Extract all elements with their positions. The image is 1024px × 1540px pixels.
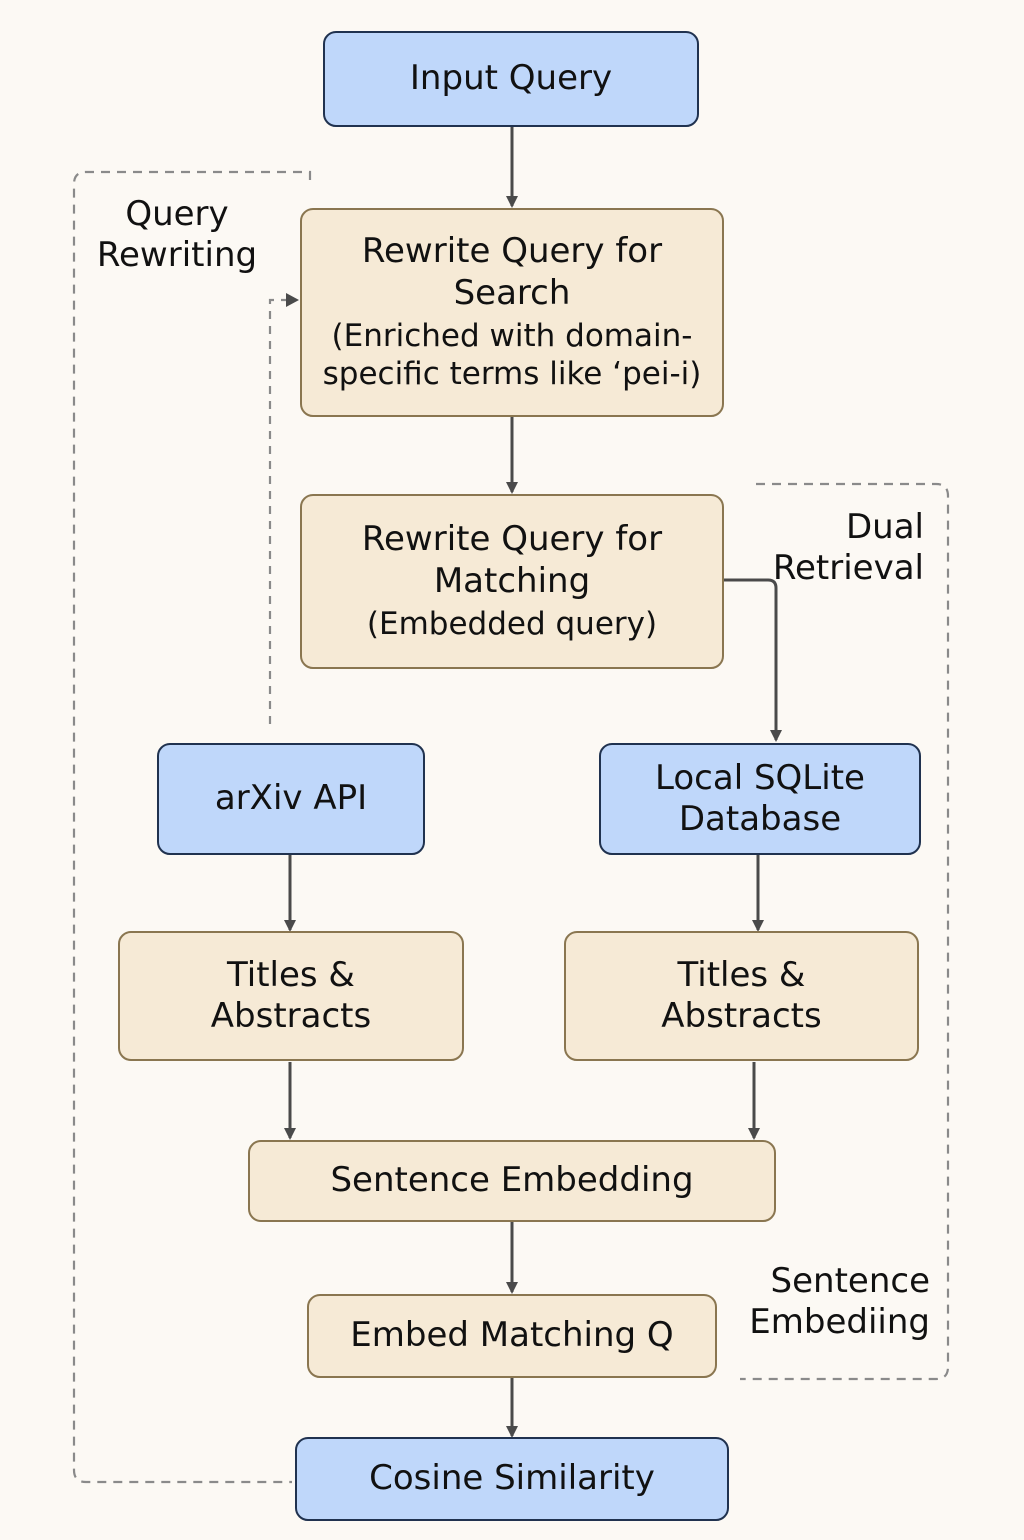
rewrite-search-detail-line1: (Enriched with domain- (331, 318, 693, 355)
rewrite-matching-node: Rewrite Query for Matching (Embedded que… (300, 494, 724, 669)
local-sqlite-node: Local SQLite Database (599, 743, 921, 855)
dual-retrieval-line1: Dual (845, 507, 924, 547)
sentence-embedding-label: Sentence Embedding (330, 1160, 694, 1201)
rewrite-search-node: Rewrite Query for Search (Enriched with … (300, 208, 724, 417)
titles-abstracts-right-line2: Abstracts (661, 996, 822, 1036)
rewrite-matching-detail: (Embedded query) (366, 606, 658, 643)
dual-retrieval-group-border (740, 482, 950, 1381)
input-query-label: Input Query (409, 58, 613, 99)
arxiv-api-label: arXiv API (214, 778, 368, 819)
embed-matching-q-label: Embed Matching Q (350, 1315, 674, 1356)
rewrite-search-detail-line2: specific terms like ‘pei-i) (322, 355, 702, 392)
cosine-similarity-label: Cosine Similarity (369, 1458, 655, 1499)
sentence-embeding-line1: Sentence (770, 1261, 930, 1301)
dual-retrieval-line2: Retrieval (772, 548, 924, 589)
titles-abstracts-right-line1: Titles & (677, 954, 806, 995)
rewrite-search-title-line2: Search (453, 272, 571, 313)
rewrite-matching-title-line2: Matching (433, 560, 591, 601)
arrow-rewrite-matching-to-local-db (724, 578, 782, 742)
rewrite-search-title-line1: Rewrite Query for (361, 231, 663, 272)
feedback-dashed-connector (268, 298, 286, 724)
embed-matching-q-node: Embed Matching Q (307, 1294, 717, 1378)
sentence-embedding-node: Sentence Embedding (248, 1140, 776, 1222)
arxiv-api-node: arXiv API (157, 743, 425, 855)
titles-abstracts-left-node: Titles & Abstracts (118, 931, 464, 1061)
query-rewriting-line1: Query (125, 194, 229, 234)
query-rewriting-group-label: Query Rewriting (92, 194, 262, 277)
rewrite-matching-title-line1: Rewrite Query for (361, 519, 663, 560)
sentence-embeding-line2: Embediing (749, 1302, 930, 1343)
titles-abstracts-right-node: Titles & Abstracts (564, 931, 919, 1061)
input-query-node: Input Query (323, 31, 699, 127)
feedback-arrowhead (286, 293, 299, 307)
titles-abstracts-left-line2: Abstracts (210, 996, 372, 1036)
local-sqlite-line1: Local SQLite (655, 757, 865, 798)
dual-retrieval-group-label: Dual Retrieval (760, 507, 924, 590)
local-sqlite-line2: Database (678, 799, 842, 839)
query-rewriting-line2: Rewriting (96, 235, 258, 276)
sentence-embeding-group-label: Sentence Embediing (742, 1261, 930, 1344)
cosine-similarity-node: Cosine Similarity (295, 1437, 729, 1521)
titles-abstracts-left-line1: Titles & (227, 954, 355, 995)
